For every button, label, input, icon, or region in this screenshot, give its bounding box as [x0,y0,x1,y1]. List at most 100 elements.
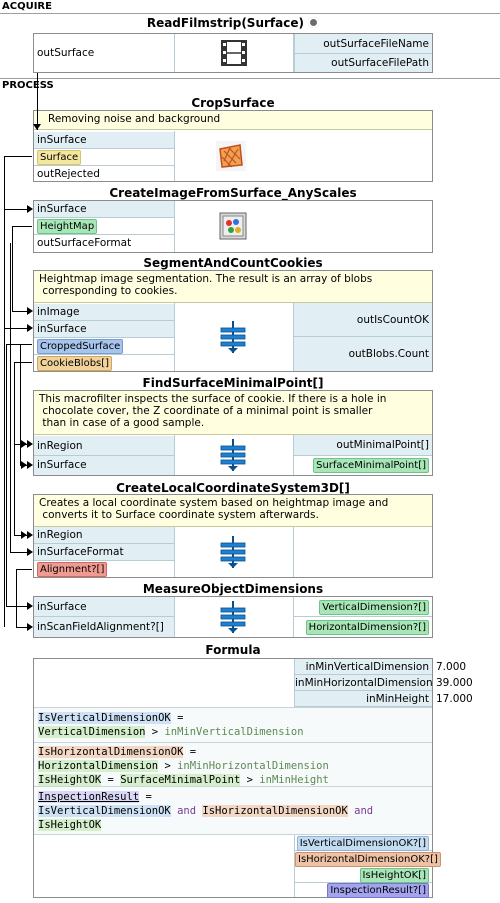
connection-arrow [27,531,33,539]
output-inspectionresult[interactable]: InspectionResult?[] [294,883,432,898]
filter-create-image[interactable]: inSurface HeightMap outSurfaceFormat [33,200,433,253]
connection-wire [6,606,28,607]
connection-arrow [27,461,33,469]
formula-expression-horizontal[interactable]: IsHorizontalDimensionOK = HorizontalDime… [34,743,432,787]
icon-area [174,435,294,475]
process-divider [0,78,500,79]
input-inSurface[interactable]: inSurface [34,456,174,475]
formula-input-value-horizontal[interactable]: 39.000 [436,677,473,689]
filter-title-crop-surface[interactable]: CropSurface [191,96,275,110]
output-isverticaldimensionok[interactable]: IsVerticalDimensionOK?[] [294,835,432,851]
macrofilter-icon [219,536,247,571]
connection-wire [10,243,11,552]
surface-tag[interactable]: Surface [37,150,82,165]
filter-title-local-coords[interactable]: CreateLocalCoordinateSystem3D[] [116,481,350,495]
input-inSurface[interactable]: inSurface [34,597,174,617]
input-inMinHorizontalDimension[interactable]: inMinHorizontalDimension [294,675,433,691]
formula-input-value-height[interactable]: 17.000 [436,693,473,705]
filter-comment: Creates a local coordinate system based … [34,495,432,527]
filter-title-read-filmstrip[interactable]: ReadFilmstrip(Surface) [33,16,433,30]
formula-block[interactable]: inMinVerticalDimension inMinHorizontalDi… [33,658,441,898]
input-inSurface[interactable]: inSurface [34,132,174,149]
formula-title[interactable]: Formula [205,643,261,657]
output-outSurfaceFormat[interactable]: outSurfaceFormat [34,235,174,252]
macrofilter-icon [219,439,247,474]
filter-comment: Heightmap image segmentation. The result… [34,271,432,303]
output-verticaldimension-label[interactable]: VerticalDimension?[] [294,597,432,617]
input-inSurface[interactable]: inSurface [34,201,174,218]
connection-wire [12,226,13,312]
formula-input-value-vertical[interactable]: 7.000 [436,661,467,673]
connection-wire [12,226,32,227]
output-outBlobsCount[interactable]: outBlobs.Count [294,337,432,371]
horizontaldimension-tag[interactable]: HorizontalDimension?[] [305,620,429,635]
output-surfaceminimalpoint-label[interactable]: SurfaceMinimalPoint[] [294,456,432,475]
image-from-surface-icon [217,210,251,244]
connection-wire [6,344,32,345]
connection-arrow [21,461,27,469]
cookieblobs-tag[interactable]: CookieBlobs[] [37,356,113,371]
connection-arrow [27,602,33,610]
output-outSurface[interactable]: outSurface [37,47,95,59]
output-isheightok[interactable]: IsHeightOK[] [294,867,432,883]
filter-read-filmstrip[interactable]: outSurface outSurfaceFileName outSurface… [33,33,433,73]
input-inSurface[interactable]: inSurface [34,321,174,338]
connection-wire [4,209,28,210]
output-outMinimalPoint[interactable]: outMinimalPoint[] [294,435,432,456]
surfaceminimalpoint-tag[interactable]: SurfaceMinimalPoint[] [313,458,429,473]
input-inRegion[interactable]: inRegion [34,527,174,544]
output-ishorizontaldimensionok[interactable]: IsHorizontalDimensionOK?[] [294,851,441,867]
connection-wire [37,73,38,130]
input-inScanFieldAlignment[interactable]: inScanFieldAlignment?[] [34,617,174,637]
filter-title-create-image[interactable]: CreateImageFromSurface_AnyScales [109,186,357,200]
output-cookieblobs-label[interactable]: CookieBlobs[] [34,355,174,371]
output-outRejected[interactable]: outRejected [34,166,174,181]
crop-surface-icon [214,139,250,175]
icon-area [174,527,294,577]
input-inMinHeight[interactable]: inMinHeight [294,691,432,707]
output-horizontaldimension-label[interactable]: HorizontalDimension?[] [294,617,432,637]
output-outSurfaceFileName[interactable]: outSurfaceFileName [294,34,432,54]
connection-arrow [27,440,33,448]
gear-icon[interactable] [308,17,320,28]
filter-comment: Removing noise and background [34,111,432,130]
connection-wire [6,344,7,606]
connection-wire [4,156,32,157]
filter-title-measure-dimensions[interactable]: MeasureObjectDimensions [142,582,324,596]
formula-expression-result[interactable]: InspectionResult = IsVerticalDimensionOK… [34,787,432,835]
connection-wire [16,569,32,570]
macrofilter-icon [219,601,247,636]
filter-crop-surface[interactable]: Removing noise and background inSurface … [33,110,433,182]
filter-segment-cookies[interactable]: Heightmap image segmentation. The result… [33,270,433,372]
croppedsurface-tag[interactable]: CroppedSurface [37,339,124,354]
connection-wire [4,156,5,627]
connection-wire [16,627,28,628]
connection-wire [10,552,28,553]
alignment-tag[interactable]: Alignment?[] [37,562,108,577]
filter-title-segment-cookies[interactable]: SegmentAndCountCookies [143,256,323,270]
icon-separator [174,201,175,252]
filter-local-coords[interactable]: Creates a local coordinate system based … [33,494,433,578]
filter-title-find-minimal-point[interactable]: FindSurfaceMinimalPoint[] [142,376,324,390]
formula-expression-vertical[interactable]: IsVerticalDimensionOK = VerticalDimensio… [34,707,432,743]
filter-find-minimal-point[interactable]: This macrofilter inspects the surface of… [33,390,433,476]
output-outSurfaceFilePath[interactable]: outSurfaceFilePath [294,54,432,72]
icon-area [174,597,294,637]
connection-arrow [21,440,27,448]
output-outIsCountOK[interactable]: outIsCountOK [294,303,432,337]
input-inSurfaceFormat[interactable]: inSurfaceFormat [34,544,174,561]
output-surface-label[interactable]: Surface [34,149,174,166]
output-croppedsurface-label[interactable]: CroppedSurface [34,338,174,355]
connection-wire [14,362,15,536]
connection-arrow [27,623,33,631]
output-heightmap-label[interactable]: HeightMap [34,218,174,235]
connection-wire [16,569,17,627]
output-alignment-label[interactable]: Alignment?[] [34,561,174,577]
icon-separator [174,131,175,181]
input-inImage[interactable]: inImage [34,304,174,321]
input-inMinVerticalDimension[interactable]: inMinVerticalDimension [294,659,432,675]
heightmap-tag[interactable]: HeightMap [37,219,98,234]
verticaldimension-tag[interactable]: VerticalDimension?[] [319,600,429,615]
filter-measure-dimensions[interactable]: inSurface inScanFieldAlignment?[] Vertic… [33,596,433,638]
input-inRegion[interactable]: inRegion [34,436,174,456]
